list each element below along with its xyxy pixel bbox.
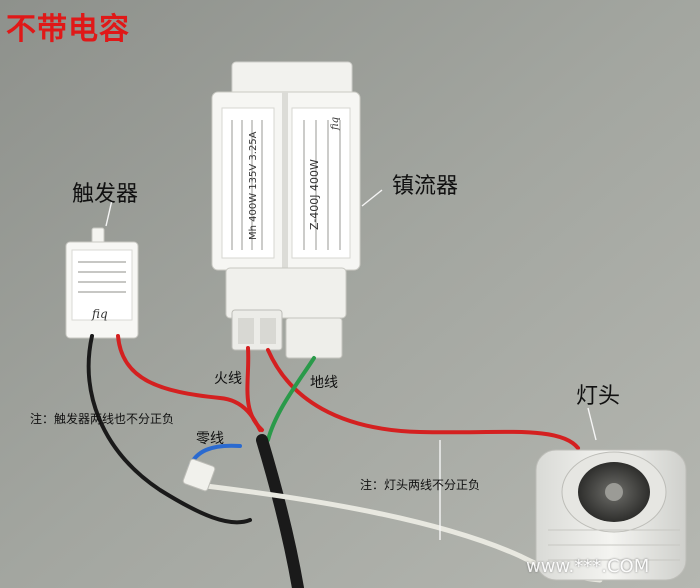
page-title: 不带电容 bbox=[6, 12, 130, 47]
igniter-note: 注：触发器两线也不分正负 bbox=[30, 412, 175, 426]
igniter-brand-mark: fiq bbox=[91, 307, 108, 321]
red-wire-ballast bbox=[245, 346, 264, 432]
live-wire-label: 火线 bbox=[214, 371, 242, 387]
ballast-label: 镇流器 bbox=[392, 174, 459, 199]
neutral-wire-label: 零线 bbox=[196, 431, 224, 447]
igniter-unit bbox=[65, 227, 139, 339]
lamp-note: 注：灯头两线不分正负 bbox=[360, 478, 481, 492]
red-wire-lamp bbox=[266, 348, 580, 450]
ballast-spec-text: Mh 400W 135V 3.25A bbox=[248, 131, 259, 240]
ballast-model-text: Z-400J 400W bbox=[308, 159, 321, 230]
watermark: www.***.COM bbox=[526, 556, 650, 577]
annotation-lines bbox=[105, 189, 597, 540]
igniter-label: 触发器 bbox=[72, 182, 139, 207]
lamp-holder-label: 灯头 bbox=[576, 384, 621, 409]
black-cable bbox=[256, 434, 304, 588]
black-wire-igniter bbox=[86, 334, 252, 525]
wire-connector bbox=[182, 458, 216, 492]
ballast-unit bbox=[211, 61, 361, 359]
green-wire bbox=[266, 356, 316, 442]
ground-wire-label: 地线 bbox=[310, 375, 338, 391]
ballast-brand-mark: fiq bbox=[330, 117, 341, 131]
lamp-holder-unit bbox=[535, 449, 687, 581]
